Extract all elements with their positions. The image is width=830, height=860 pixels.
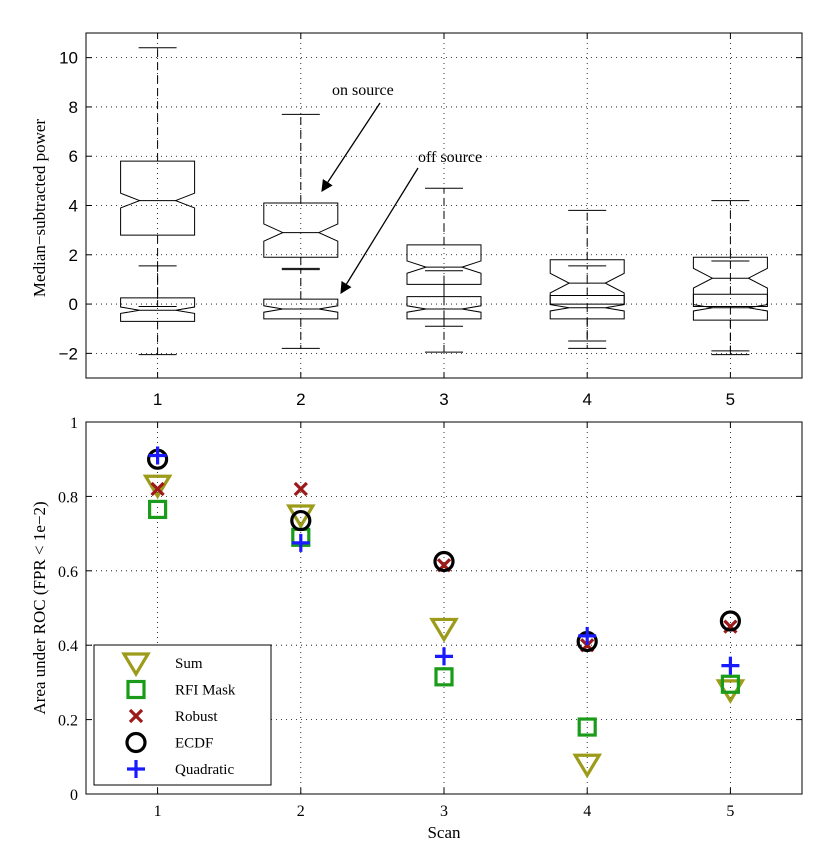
annotation-off-source-arrow [340, 167, 419, 294]
legend-marker-robust [128, 708, 144, 724]
box-body [406, 296, 482, 320]
annotation-on-source: on source [321, 82, 394, 192]
boxplot-tick-label-x: 5 [726, 390, 735, 409]
point-quadratic [578, 626, 597, 645]
point-ecdf [433, 550, 455, 573]
scatter-tick-label-y: 0.4 [58, 638, 78, 655]
annotation-on-source-label: on source [332, 82, 394, 99]
point-rfi-mask [434, 667, 454, 687]
boxplot-tick-label-y: −2 [59, 344, 78, 363]
annotation-on-source-arrow [321, 102, 381, 192]
boxplot-tick-label-y: 10 [59, 49, 78, 68]
scatter-tick-label-y: 0.6 [58, 564, 78, 581]
boxplot-y-axis-label: Median−subtracted power [30, 119, 49, 297]
scatter-tick-label-x: 5 [726, 803, 734, 820]
box-body [692, 293, 768, 321]
box-body [120, 160, 196, 236]
scatter-tick-label-x: 1 [154, 803, 162, 820]
boxplot-box-off-source [692, 260, 768, 356]
boxplot-box-off-source [120, 265, 196, 356]
legend-label-quadratic: Quadratic [175, 762, 234, 778]
legend-marker-sum [121, 652, 151, 678]
boxplot-tick-label-x: 1 [153, 390, 162, 409]
point-quadratic [291, 533, 310, 552]
box-body [120, 297, 196, 322]
scatter-tick-label-y: 0.2 [58, 713, 78, 730]
point-rfi-mask [577, 717, 597, 737]
boxplot-tick-label-y: 4 [69, 197, 78, 216]
boxplot-plot-frame [85, 32, 803, 379]
boxplot-box-off-source [263, 267, 339, 349]
scatter-y-axis-label: Area under ROC (FPR < 1e−2) [30, 501, 49, 714]
scatter-x-axis-label: Scan [427, 823, 461, 842]
point-robust [150, 481, 165, 497]
boxplot-tick-label-x: 4 [582, 390, 591, 409]
point-sum [572, 753, 603, 779]
point-robust [293, 481, 308, 497]
point-quadratic [435, 647, 453, 666]
point-rfi-mask [148, 499, 168, 520]
box-body [263, 202, 339, 258]
legend-marker-ecdf [125, 731, 147, 754]
boxplot-tick-label-x: 2 [296, 390, 305, 409]
point-rfi-mask [720, 674, 741, 694]
box-body [263, 298, 339, 320]
scatter-tick-label-x: 2 [297, 803, 305, 820]
boxplot-tick-label-y: 6 [69, 147, 78, 166]
boxplot-box-off-source [549, 265, 625, 349]
legend-box [93, 644, 272, 786]
scatter-tick-label-y: 0 [70, 787, 78, 804]
legend-label-ecdf: ECDF [175, 736, 213, 752]
boxplot-tick-label-x: 3 [439, 390, 448, 409]
point-sum [142, 474, 173, 500]
scatter-tick-label-y: 1 [70, 415, 78, 432]
boxplot-tick-label-y: 8 [69, 98, 78, 117]
boxplot-box-on-source [263, 113, 339, 271]
boxplot-box-off-source [406, 270, 482, 353]
annotation-off-source-label: off source [418, 149, 482, 166]
annotation-off-source: off source [340, 149, 482, 294]
scatter-points [142, 446, 746, 779]
boxplot-tick-label-y: 2 [69, 246, 78, 265]
point-ecdf [290, 509, 312, 532]
box-body [406, 244, 482, 285]
legend-label-robust: Robust [175, 709, 218, 725]
scatter-tick-label-y: 0.8 [58, 489, 78, 506]
boxplot-boxes [120, 47, 768, 356]
box-body [692, 256, 768, 308]
point-ecdf [719, 610, 742, 632]
scatter-panel: 0 0.2 0.4 0.6 0.8 1 1 2 3 4 5 Area under ROC (FPR … [30, 415, 803, 842]
legend-label-sum: Sum [175, 656, 203, 672]
scatter-tick-label-x: 3 [440, 803, 448, 820]
boxplot-tick-label-y: 0 [69, 295, 78, 314]
legend-marker-rfi-mask [126, 679, 146, 700]
boxplot-box-on-source [692, 200, 768, 352]
scatter-plot-frame [85, 421, 803, 795]
point-quadratic [721, 656, 740, 675]
legend-label-rfi-mask: RFI Mask [175, 683, 236, 699]
point-quadratic [148, 446, 167, 465]
box-body [549, 294, 625, 320]
scatter-tick-label-x: 4 [583, 803, 591, 820]
legend-marker-quadratic [127, 760, 145, 778]
point-sum [429, 617, 459, 643]
